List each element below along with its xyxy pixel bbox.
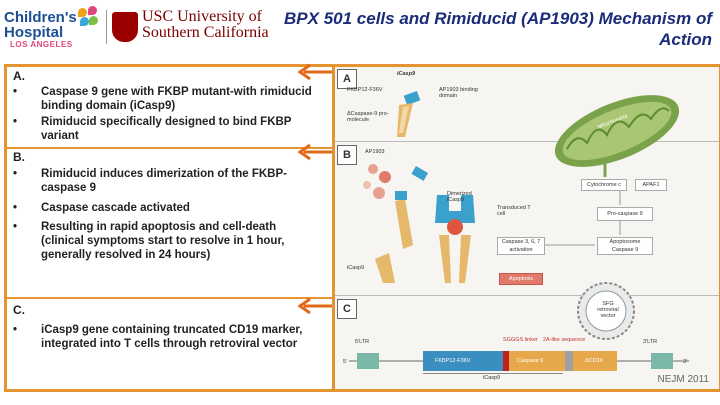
bullet-glyph: •: [13, 116, 18, 128]
pathway-arrows: [545, 163, 621, 246]
casp9-bar-label: Caspase 9: [517, 358, 544, 364]
section-label-a: A.: [13, 69, 25, 83]
arrow-left-icon: [297, 143, 334, 161]
caspase367-box: Caspase 3, 6, 7 activation: [497, 237, 545, 255]
usc-logo-line2: Southern California: [142, 24, 269, 41]
panel-c-label: C: [337, 299, 357, 319]
chla-logo-line2: Hospital: [4, 24, 64, 41]
text-panel: A. • Caspase 9 gene with FKBP mutant-wit…: [4, 64, 338, 392]
bullet-text: Caspase cascade activated: [41, 202, 190, 214]
bullet-glyph: •: [13, 168, 18, 180]
figure-divider: [335, 295, 719, 296]
prime5-label: 5': [343, 359, 348, 365]
icasp9-c-label: iCasp9: [483, 375, 501, 381]
section-label-c: C.: [13, 303, 25, 317]
cd19-bar-label: ΔCD19: [585, 358, 603, 364]
bullet-glyph: •: [13, 86, 18, 98]
retroviral-vector-icon: [577, 282, 635, 340]
ltr5-label: 5'LTR: [355, 339, 370, 345]
usc-logo-line1: USC University of: [142, 8, 262, 25]
procaspase-box: Pro-caspase 9: [597, 207, 653, 221]
ltr3-label: 3'LTR: [643, 339, 658, 345]
mitochondria-icon: [554, 95, 680, 167]
chla-logo-line1: Children's: [4, 9, 77, 26]
icasp9-label: iCasp9: [397, 71, 416, 77]
chla-logo: Children's Hospital LOS ANGELES: [4, 6, 100, 49]
bullet-text: Caspase 9 gene with FKBP mutant-with rim…: [41, 86, 312, 112]
sggs-label: SGGGS linker: [503, 337, 538, 343]
ap1903-label: AP1903: [365, 149, 385, 155]
panel-a-label: A: [337, 69, 357, 89]
bullet-text: iCasp9 gene containing truncated CD19 ma…: [41, 324, 303, 350]
gene-construct: [349, 351, 689, 371]
figure-divider: [335, 141, 719, 142]
prime3-label: 3': [683, 359, 688, 365]
usc-logo-text: USC University of Southern California: [142, 9, 269, 41]
heart-icon: [78, 6, 100, 28]
cytochrome-box: Cytochrome c: [581, 179, 627, 191]
apoptosome-box: Apoptosome Caspase 9: [597, 237, 653, 255]
panel-b-label: B: [337, 145, 357, 165]
bullet-text: Rimiducid specifically designed to bind …: [41, 116, 292, 142]
apaf1-box: APAF1: [635, 179, 667, 191]
icasp9-molecule-icon: [397, 90, 421, 137]
icasp9-bracket: [423, 373, 563, 374]
transduced-label: Transduced T cell: [497, 205, 531, 217]
source-credit: NEJM 2011: [657, 374, 709, 385]
fkbp-bar-label: FKBP12-F36V: [435, 358, 471, 364]
sfg-label: SFG retroviral vector: [597, 301, 619, 319]
ap1903-domain-label: AP1903 binding domain: [439, 87, 478, 99]
dimerized-label: Dimerized iCasp9: [447, 191, 472, 203]
dimerization-illustration: [363, 164, 475, 283]
bullet-glyph: •: [13, 221, 18, 233]
bullet-glyph: •: [13, 324, 18, 336]
section-divider: [7, 297, 335, 299]
apoptosis-box: Apoptosis: [499, 273, 543, 285]
bullet-text: Rimiducid induces dimerization of the FK…: [41, 168, 287, 194]
arrow-left-icon: [297, 297, 334, 315]
fkbp-label: FKBP12-F36V: [347, 87, 383, 93]
caspase-promolecule-label: ΔCaspase-9 pro-molecule: [347, 111, 389, 123]
chla-logo-line3: LOS ANGELES: [10, 40, 73, 49]
mechanism-figure: A B C iCasp9 FKBP12-F36V AP1903 binding …: [332, 64, 720, 392]
slide-title: BPX 501 cells and Rimiducid (AP1903) Mec…: [284, 9, 712, 49]
logo-divider: [106, 10, 107, 44]
arrow-left-icon: [297, 63, 334, 81]
bullet-glyph: •: [13, 202, 18, 214]
twoa-label: 2A-like sequence: [543, 337, 586, 343]
usc-seal-icon: [112, 12, 138, 42]
bullet-text: Resulting in rapid apoptosis and cell-de…: [41, 221, 285, 261]
icasp9-b-label: iCasp9: [347, 265, 365, 271]
section-divider: [7, 147, 335, 149]
section-label-b: B.: [13, 150, 25, 164]
